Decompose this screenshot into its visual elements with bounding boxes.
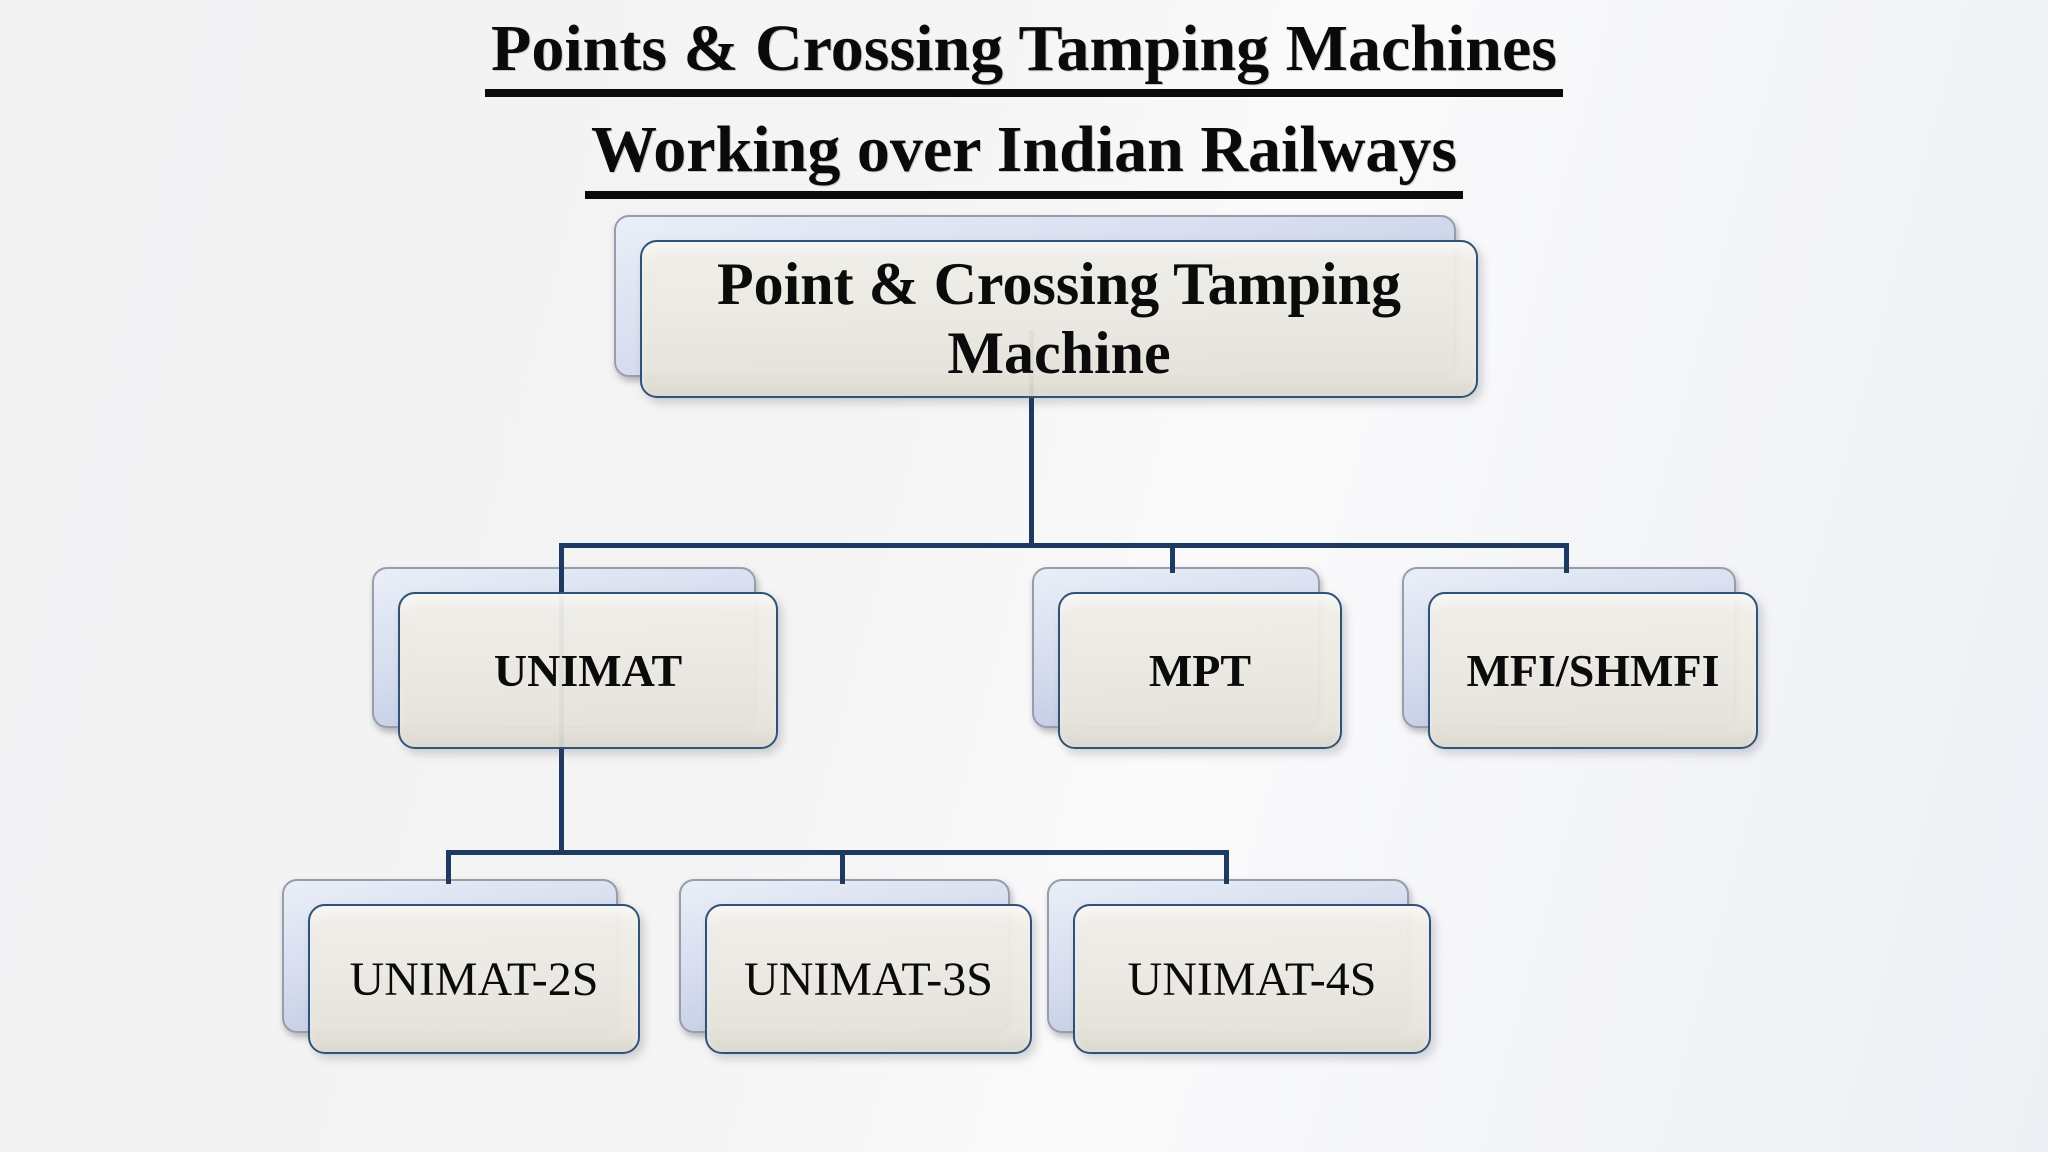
node-unimat-3s: UNIMAT-3S bbox=[679, 879, 1032, 1054]
node-point-crossing-tamping-machine: Point & Crossing Tamping Machine bbox=[614, 215, 1478, 398]
node-face: MFI/SHMFI bbox=[1428, 592, 1758, 749]
node-mpt: MPT bbox=[1032, 567, 1342, 749]
connector-level3-rail bbox=[446, 850, 1229, 855]
title-line-2: Working over Indian Railways bbox=[0, 115, 2048, 199]
connector-level2-rail bbox=[559, 543, 1569, 548]
node-label: MFI/SHMFI bbox=[1466, 645, 1720, 696]
node-face: UNIMAT-2S bbox=[308, 904, 640, 1054]
title-line-1: Points & Crossing Tamping Machines bbox=[0, 14, 2048, 98]
connector-drop-unimat-4s bbox=[1224, 850, 1229, 884]
node-mfi-shmfi: MFI/SHMFI bbox=[1402, 567, 1758, 749]
connector-drop-unimat-2s bbox=[446, 850, 451, 884]
node-label: UNIMAT-4S bbox=[1127, 952, 1377, 1006]
node-unimat-4s: UNIMAT-4S bbox=[1047, 879, 1431, 1054]
connector-drop-unimat-3s bbox=[840, 850, 845, 884]
node-face: UNIMAT-3S bbox=[705, 904, 1032, 1054]
connector-drop-mfi bbox=[1564, 543, 1569, 573]
node-face: Point & Crossing Tamping Machine bbox=[640, 240, 1478, 398]
node-label: UNIMAT-3S bbox=[744, 952, 993, 1006]
connector-root-stem bbox=[1029, 330, 1034, 548]
connector-drop-mpt bbox=[1170, 543, 1175, 573]
node-face: MPT bbox=[1058, 592, 1342, 749]
diagram-title: Points & Crossing Tamping Machines Worki… bbox=[0, 14, 2048, 217]
node-face: UNIMAT bbox=[398, 592, 778, 749]
node-label: UNIMAT bbox=[493, 645, 683, 696]
node-unimat-2s: UNIMAT-2S bbox=[282, 879, 640, 1054]
node-unimat: UNIMAT bbox=[372, 567, 778, 749]
node-label: UNIMAT-2S bbox=[349, 952, 599, 1006]
node-face: UNIMAT-4S bbox=[1073, 904, 1431, 1054]
title-line-1-text: Points & Crossing Tamping Machines bbox=[485, 14, 1563, 98]
node-label: MPT bbox=[1148, 645, 1252, 696]
node-label: Point & Crossing Tamping Machine bbox=[716, 251, 1402, 386]
title-line-2-text: Working over Indian Railways bbox=[584, 115, 1464, 199]
